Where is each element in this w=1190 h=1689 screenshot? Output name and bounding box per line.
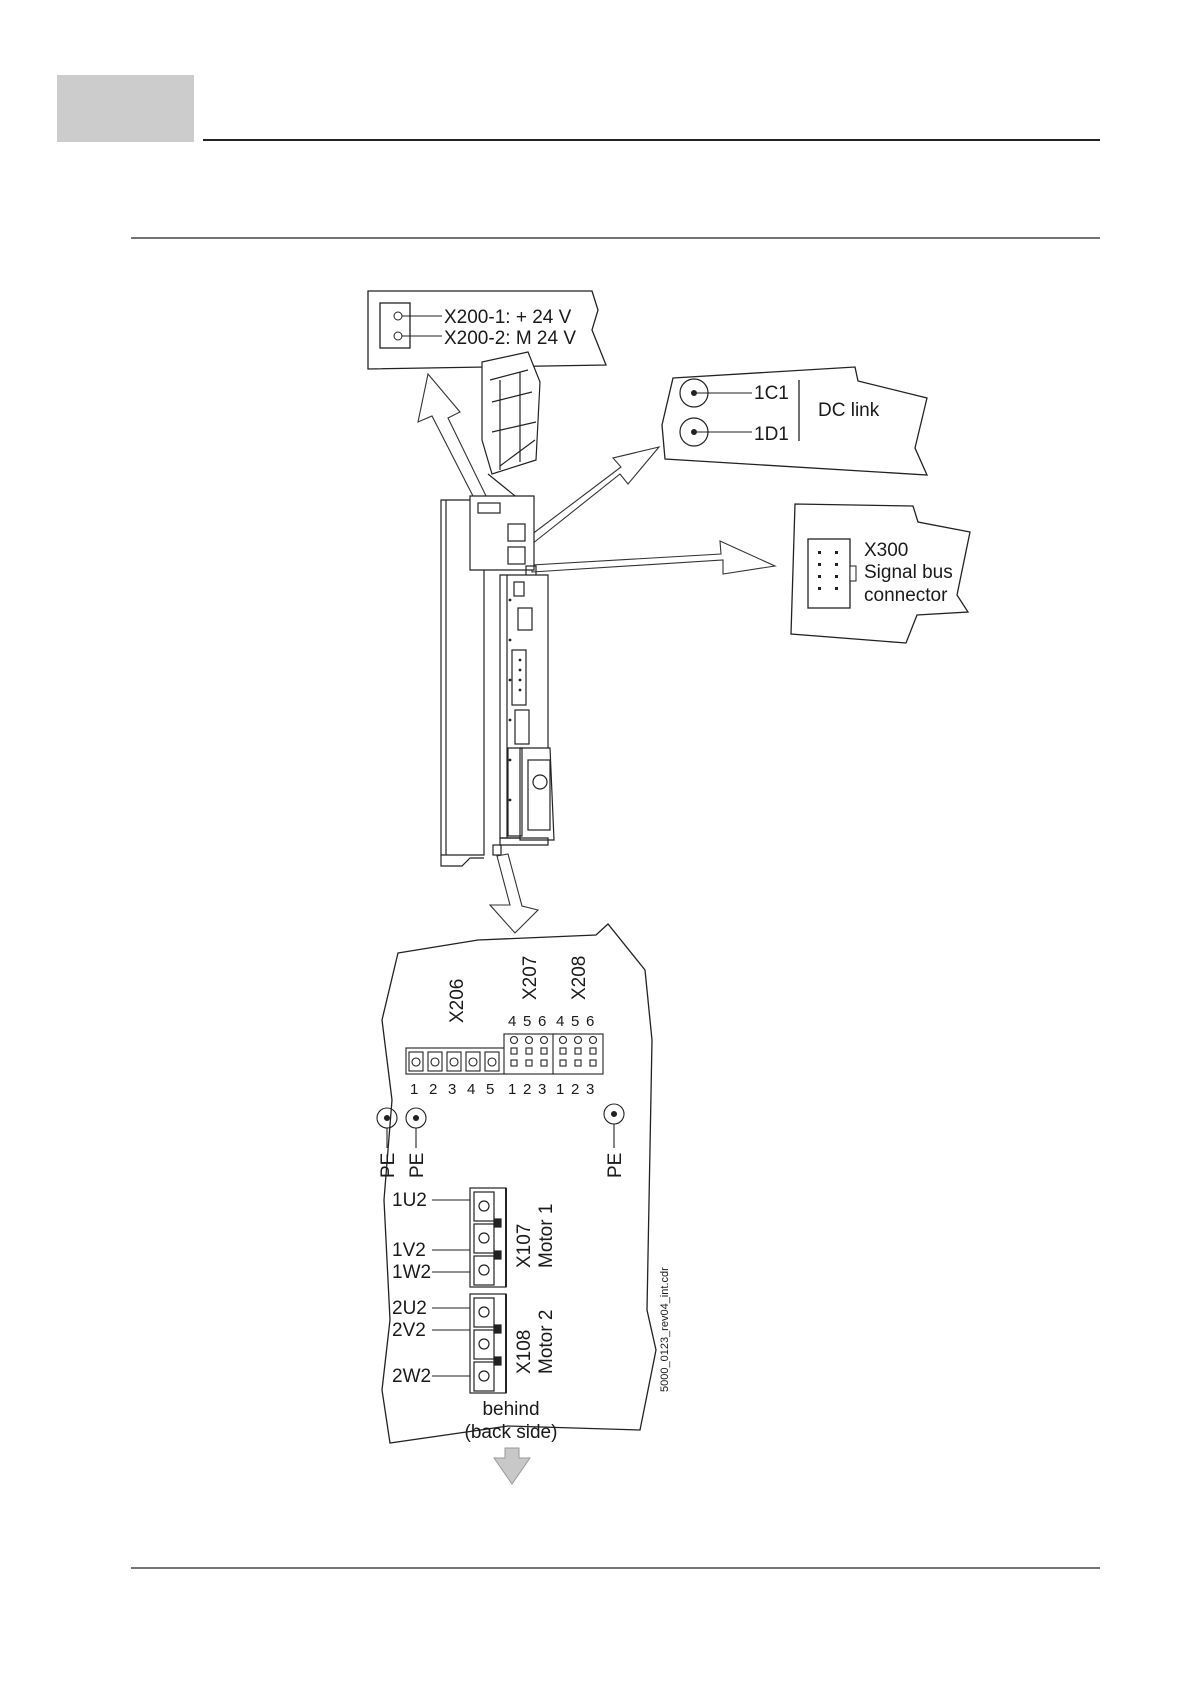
x207-pin-1: 1: [508, 1081, 516, 1098]
x208-pin-2: 2: [571, 1081, 579, 1098]
x206-pin-4: 4: [467, 1081, 475, 1098]
x300-label: X300: [864, 540, 908, 561]
1c1-label: 1C1: [754, 383, 789, 404]
1u2-label: 1U2: [392, 1190, 427, 1211]
x207-pin-5: 5: [523, 1013, 531, 1030]
x108-connector: [470, 1294, 506, 1393]
x206-connector: [406, 1048, 506, 1074]
x208-pin-1: 1: [556, 1081, 564, 1098]
x200-2-label: X200-2: M 24 V: [444, 328, 576, 349]
x207-pin-2: 2: [523, 1081, 531, 1098]
behind-label: behind: [482, 1399, 539, 1420]
x207-pin-6: 6: [538, 1013, 546, 1030]
x108-label: X108: [514, 1330, 535, 1374]
x207-pin-4: 4: [508, 1013, 516, 1030]
x206-pin-2: 2: [429, 1081, 437, 1098]
bottom-view-arrow: [490, 854, 538, 933]
x300-connector-icon: [808, 539, 850, 608]
1w2-label: 1W2: [392, 1262, 431, 1283]
x300-arrow: [532, 541, 775, 574]
dc-link-callout: 1C1 1D1 DC link: [662, 367, 927, 475]
signal-bus-label: Signal bus: [864, 562, 953, 583]
connector-label: connector: [864, 585, 948, 606]
back-side-label: (back side): [465, 1422, 558, 1443]
x207-label: X207: [520, 956, 541, 1000]
1v2-label: 1V2: [392, 1240, 426, 1261]
x206-pin-1: 1: [410, 1081, 418, 1098]
power-callout: X200-1: + 24 V X200-2: M 24 V: [368, 291, 606, 369]
2w2-label: 2W2: [392, 1366, 431, 1387]
back-side-arrow: [494, 1448, 530, 1484]
x208-label: X208: [569, 956, 590, 1000]
chapter-tab: [57, 75, 194, 142]
x207-pin-3: 3: [538, 1081, 546, 1098]
file-reference: 5000_0123_rev04_int.cdr: [659, 1267, 671, 1392]
pe-left-2-label: PE: [407, 1153, 428, 1178]
x208-connector: [553, 1034, 603, 1074]
bottom-view-callout: X206 1 2 3 4 5 X207 4 5 6 1 2 3 X208 4: [377, 924, 656, 1443]
pe-right-label: PE: [605, 1153, 626, 1178]
signal-bus-callout: X300 Signal bus connector: [791, 504, 970, 643]
drive-module-illustration: [441, 352, 554, 866]
x107-connector: [470, 1188, 506, 1287]
motor-1-label: Motor 1: [536, 1204, 557, 1268]
pe-left-1-label: PE: [378, 1153, 399, 1178]
2u2-label: 2U2: [392, 1298, 427, 1319]
x208-pin-6: 6: [586, 1013, 594, 1030]
x206-label: X206: [447, 979, 468, 1023]
1d1-label: 1D1: [754, 424, 789, 445]
x208-pin-3: 3: [586, 1081, 594, 1098]
2v2-label: 2V2: [392, 1320, 426, 1341]
x208-pin-5: 5: [571, 1013, 579, 1030]
x200-1-label: X200-1: + 24 V: [444, 307, 572, 328]
x207-connector: [504, 1034, 554, 1074]
x107-label: X107: [514, 1224, 535, 1268]
x200-connector-icon: [380, 303, 410, 348]
x208-pin-4: 4: [556, 1013, 564, 1030]
x206-pin-3: 3: [448, 1081, 456, 1098]
motor-2-label: Motor 2: [536, 1310, 557, 1374]
x200-arrow: [418, 374, 487, 500]
dc-link-arrow: [527, 447, 659, 544]
dc-link-label: DC link: [818, 400, 880, 421]
x206-pin-5: 5: [486, 1081, 494, 1098]
